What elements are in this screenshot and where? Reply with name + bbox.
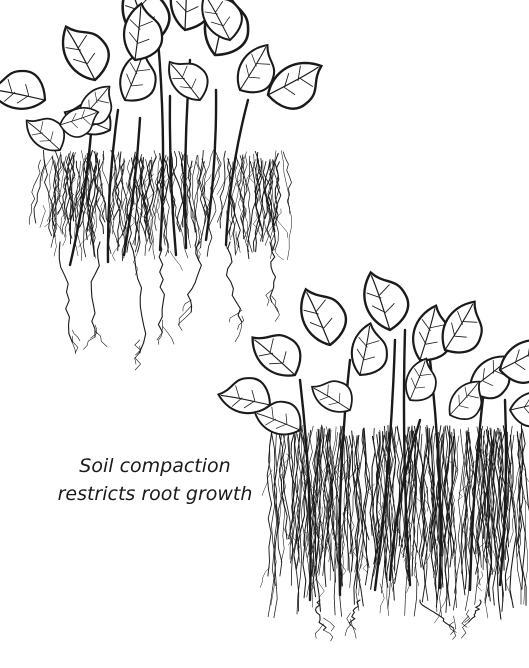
root-tip — [272, 302, 280, 322]
caption-line-1: Soil compaction — [20, 452, 290, 480]
loose-soil-panel — [0, 0, 332, 370]
root-line — [47, 156, 53, 222]
leaf — [360, 267, 412, 333]
root-line — [29, 160, 40, 224]
leaf — [307, 369, 361, 421]
root-line — [281, 150, 291, 260]
deep-root — [158, 242, 164, 332]
caption: Soil compaction restricts root growth — [20, 452, 290, 508]
root-branch — [198, 247, 200, 261]
loose-soil-leaves — [0, 0, 332, 159]
root-tip — [178, 312, 191, 330]
deep-root — [59, 242, 72, 342]
root-line — [34, 150, 45, 223]
root-line — [273, 161, 280, 250]
leaf — [295, 281, 351, 350]
root-tip — [229, 310, 242, 322]
root-line — [520, 433, 528, 604]
leaf — [509, 390, 529, 428]
root-tip — [315, 624, 323, 638]
root-branch — [112, 240, 119, 261]
root-line — [491, 430, 498, 573]
root-tip — [465, 610, 470, 623]
root-branch — [40, 206, 46, 228]
root-tip — [83, 337, 95, 349]
root-tip — [323, 630, 332, 641]
root-tip — [183, 300, 191, 311]
deep-root — [130, 242, 146, 352]
root-tip — [238, 316, 244, 330]
root-tip — [72, 330, 80, 341]
root-tip — [162, 326, 174, 344]
root-tip — [272, 296, 278, 312]
leaf — [245, 319, 311, 387]
deep-root — [91, 242, 100, 337]
leaf — [0, 61, 52, 117]
root-line — [283, 152, 291, 213]
root-tip — [158, 332, 162, 344]
root-tip — [453, 628, 456, 639]
root-tip — [95, 331, 107, 347]
root-branch — [276, 217, 288, 237]
root-tip — [461, 622, 468, 638]
root-line — [241, 155, 247, 226]
leaf — [56, 16, 116, 87]
caption-line-2: restricts root growth — [20, 480, 290, 508]
root-line — [333, 432, 338, 568]
stem — [124, 118, 140, 255]
root-line — [248, 162, 256, 259]
root-tip — [345, 625, 350, 636]
deep-root — [316, 600, 327, 630]
root-tip — [462, 616, 469, 627]
root-tip — [235, 322, 242, 342]
deep-root — [227, 242, 242, 322]
